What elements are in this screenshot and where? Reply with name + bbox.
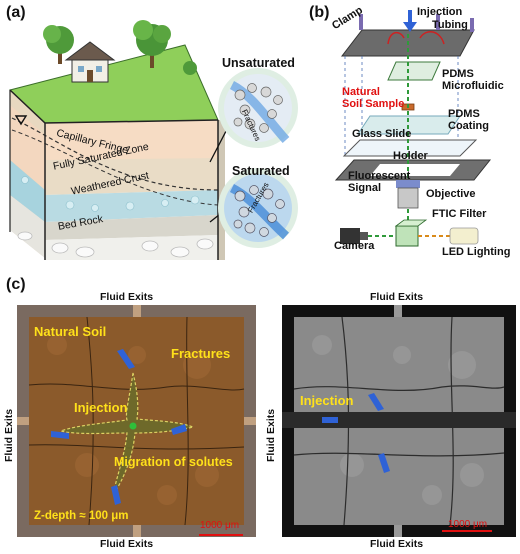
fluid-exits-bottom-left: Fluid Exits [100,538,153,550]
left-micrograph [17,305,256,537]
fluid-exits-side-left: Fluid Exits [3,409,15,462]
injection-label-b: Injection [417,6,462,18]
holder-label: Holder [393,150,428,162]
pdms-coating-label: PDMS Coating [448,108,489,132]
fluid-exits-top-left: Fluid Exits [100,291,153,303]
led-lighting-label: LED Lighting [442,246,510,258]
natural-soil-sample-label: Natural Soil Sample [342,86,404,110]
pdms-microfluidic-label: PDMS Microfluidic [442,68,504,92]
right-micrograph [282,305,516,537]
fluid-exits-bottom-right: Fluid Exits [370,538,423,550]
fluorescent-signal-label: Fluorescent Signal [348,170,410,194]
panel-c-letter: (c) [6,276,26,294]
glass-slide-label: Glass Slide [352,128,411,140]
scale-label-right: 1000 μm [448,519,487,530]
natural-soil-label: Natural Soil [34,324,106,339]
zdepth-label: Z-depth ≈ 100 μm [34,510,129,522]
objective-label: Objective [426,188,476,200]
ftic-filter-label: FTIC Filter [432,208,486,220]
unsaturated-label: Unsaturated [222,56,295,70]
scale-label-left: 1000 μm [200,520,239,531]
migration-label: Migration of solutes [114,455,233,469]
fractures-label: Fractures [171,346,230,361]
tubing-label: Tubing [432,19,468,31]
camera-label: Camera [334,240,374,252]
saturated-label: Saturated [232,164,290,178]
fluid-exits-top-right: Fluid Exits [370,291,423,303]
fluid-exits-side-middle: Fluid Exits [265,409,277,462]
injection-label-right: Injection [300,393,353,408]
injection-label-left: Injection [74,400,127,415]
